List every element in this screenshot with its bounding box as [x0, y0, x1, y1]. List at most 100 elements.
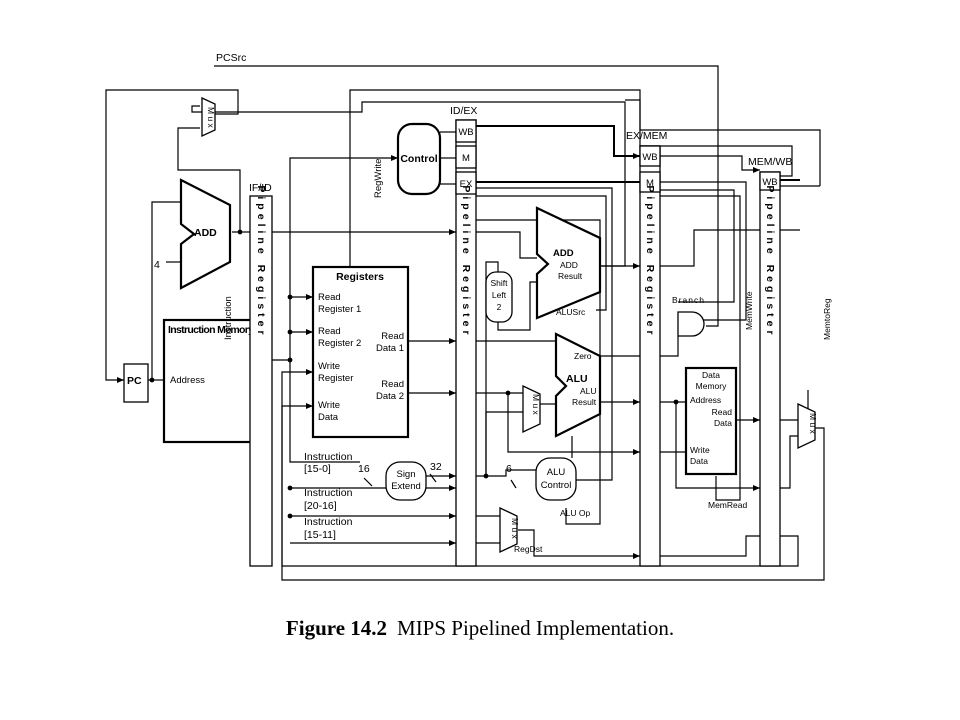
read-data1-label-b: Data 1 — [376, 343, 404, 354]
bits-32: 32 — [430, 461, 442, 473]
idex-ex: EX — [460, 179, 473, 190]
regdst-mux: M u x RegDst — [499, 506, 543, 554]
bits-16: 16 — [358, 463, 370, 475]
junction-dots — [149, 229, 679, 519]
read-reg1-label-b: Register 1 — [318, 304, 361, 315]
sign-extend: 16 Sign Extend 32 — [358, 461, 442, 501]
pc-adder: ADD — [179, 178, 232, 290]
regdst-label: RegDst — [514, 544, 543, 554]
write-reg-label-b: Register — [318, 373, 353, 384]
dmem-write-b: Data — [690, 456, 708, 466]
alu-control-a: ALU — [547, 467, 566, 478]
shift-left-a: Shift — [490, 278, 508, 288]
alu-result-b: Result — [572, 397, 597, 407]
dmem-title-a: Data — [702, 370, 720, 380]
regwrite-label: RegWrite — [373, 159, 384, 198]
write-data-label-a: Write — [318, 400, 340, 411]
ifid-register: IF/ID Pipeline Register — [249, 182, 273, 567]
exmem-register: WB M EX/MEM Pipeline Register — [626, 130, 667, 567]
registers-title: Registers — [336, 271, 384, 283]
idex-label: ID/EX — [450, 105, 477, 117]
write-reg-label-a: Write — [318, 361, 340, 372]
sign-extend-label-b: Extend — [391, 481, 421, 492]
memtoreg-label: MemtoReg — [822, 298, 832, 340]
instruction-vertical-label: Instruction — [223, 296, 234, 340]
alu-label: ALU — [566, 373, 588, 385]
bits-6: 6 — [506, 463, 512, 475]
instr-15-0-b: [15-0] — [304, 463, 331, 475]
read-reg2-label-b: Register 2 — [318, 338, 361, 349]
instr-20-16-b: [20-16] — [304, 500, 337, 512]
shift-left-c: 2 — [497, 302, 502, 312]
control-unit: Control — [396, 122, 442, 196]
memwb-register: WB MEM/WB Pipeline Register — [748, 156, 792, 567]
pc-mux-label: M u x — [206, 107, 216, 129]
idex-vertical-label: Pipeline Register — [460, 185, 472, 338]
pc-label: PC — [127, 375, 142, 387]
read-data2-label-a: Read — [381, 379, 404, 390]
register-file: Registers Read Register 1 Read Register … — [311, 265, 410, 439]
branch-label: Branch — [672, 295, 705, 305]
alu: Zero ALU ALU Result — [554, 332, 602, 438]
arrowheads — [117, 153, 760, 559]
dmem-read-a: Read — [712, 407, 733, 417]
alusrc-mux-label: M u x — [531, 394, 541, 416]
figure-title: MIPS Pipelined Implementation. — [397, 616, 675, 640]
ifid-vertical-label: Pipeline Register — [255, 185, 267, 338]
instr-15-11-b: [15-11] — [304, 529, 336, 541]
shift-left-2: Shift Left 2 — [485, 271, 513, 323]
idex-m: M — [462, 153, 470, 164]
exmem-wb: WB — [642, 152, 657, 163]
alu-control-b: Control — [541, 480, 572, 491]
branch-adder-add: ADD — [560, 260, 578, 270]
shift-left-b: Left — [492, 290, 507, 300]
memwb-label: MEM/WB — [748, 156, 792, 168]
dmem-write-a: Write — [690, 445, 710, 455]
alu-result-a: ALU — [580, 386, 597, 396]
alusrc-label: ALUSrc — [556, 307, 586, 317]
control-label: Control — [400, 153, 437, 165]
read-reg1-label-a: Read — [318, 292, 341, 303]
dmem-read-b: Data — [714, 418, 732, 428]
memtoreg-mux-label: M u x — [808, 413, 818, 435]
pc-adder-label: ADD — [194, 227, 217, 239]
branch-and-gate: Branch — [672, 295, 705, 337]
instruction-field-labels: Instruction [15-0] Instruction [20-16] I… — [304, 451, 353, 541]
constant-four: 4 — [154, 259, 160, 271]
memtoreg-mux: M u x MemtoReg — [797, 298, 832, 450]
figure-number: Figure 14.2 — [285, 616, 388, 640]
idex-wb: WB — [458, 127, 473, 138]
imem-address: Address — [170, 375, 205, 386]
write-data-label-b: Data — [318, 412, 339, 423]
exmem-label: EX/MEM — [626, 130, 667, 142]
figure-caption: Figure 14.2 MIPS Pipelined Implementation… — [0, 616, 960, 641]
exmem-vertical-label: Pipeline Register — [644, 185, 656, 338]
alu-zero: Zero — [574, 351, 592, 361]
regdst-mux-label: M u x — [510, 518, 520, 540]
branch-adder-result: Result — [558, 271, 583, 281]
aluop-label: ALU Op — [560, 508, 591, 518]
pipeline-diagram: M u x PCSrc ADD 4 PC Instruction Memory … — [105, 52, 832, 581]
wires — [105, 65, 825, 581]
instr-15-0-a: Instruction — [304, 451, 353, 463]
read-reg2-label-a: Read — [318, 326, 341, 337]
sign-extend-label-a: Sign — [396, 469, 415, 480]
pc-mux: M u x — [201, 96, 216, 138]
memwrite-label: MemWrite — [744, 291, 754, 330]
program-counter: PC — [123, 363, 149, 403]
read-data1-label-a: Read — [381, 331, 404, 342]
read-data2-label-b: Data 2 — [376, 391, 404, 402]
instr-15-11-a: Instruction — [304, 516, 353, 528]
idex-register: WB M EX ID/EX Pipeline Register — [450, 105, 477, 567]
imem-title: Instruction Memory — [168, 324, 254, 336]
ifid-label: IF/ID — [249, 182, 272, 194]
dmem-address: Address — [690, 395, 721, 405]
memwb-wb: WB — [762, 177, 777, 188]
memwb-vertical-label: Pipeline Register — [764, 185, 776, 338]
exmem-m: M — [646, 178, 654, 189]
branch-adder: ADD ADD Result ALUSrc — [535, 206, 602, 320]
memread-label: MemRead — [708, 500, 747, 510]
instr-20-16-a: Instruction — [304, 487, 353, 499]
alu-control: ALU Control 6 ALU Op — [506, 457, 591, 518]
dmem-title-b: Memory — [696, 381, 727, 391]
